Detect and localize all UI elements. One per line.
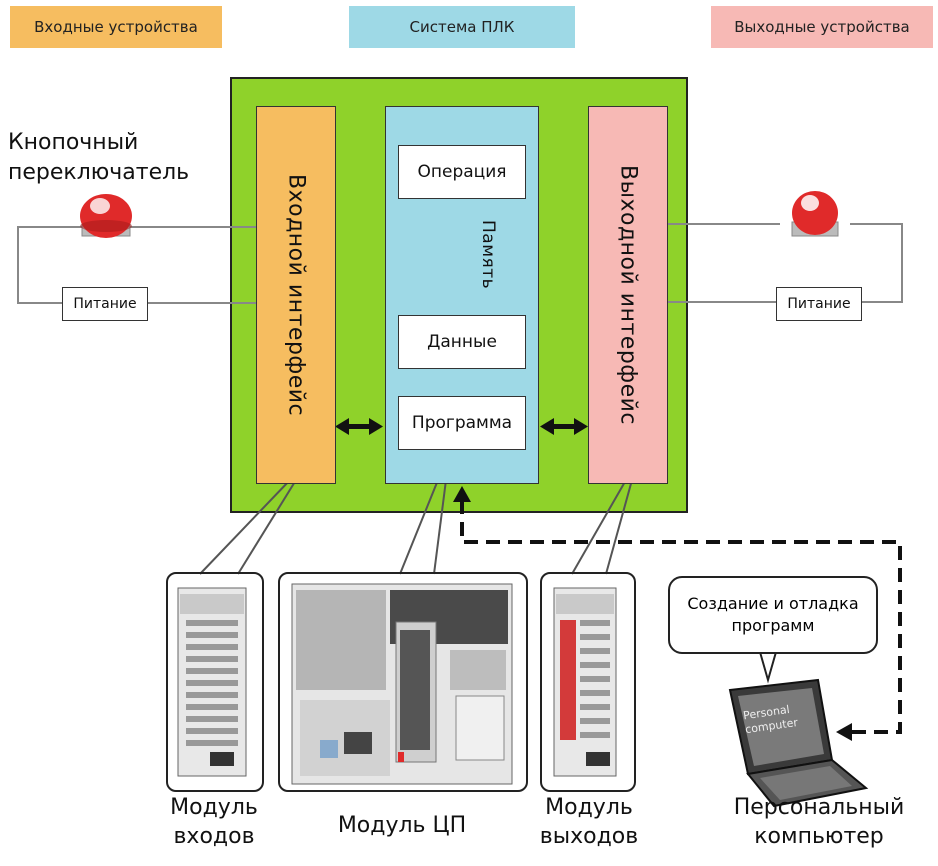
input-interface-label: Входной интерфейс: [283, 173, 309, 417]
indicator-lamp-icon: [791, 191, 839, 237]
right-wiring: [666, 223, 903, 303]
left-wiring: [17, 226, 256, 304]
program-box: Программа: [398, 396, 526, 450]
callout-lines: [199, 479, 633, 575]
operation-box: Операция: [398, 145, 526, 199]
personal-computer-caption: Персональный компьютер: [733, 795, 905, 849]
cpu-output-arrow: [540, 418, 588, 435]
cpu-module-image: [291, 583, 513, 785]
cpu-module-frame: [278, 572, 528, 792]
output-interface-label: Выходной интерфейс: [615, 164, 641, 426]
pc-link-arrow-left: [836, 723, 852, 741]
power-box-left: Питание: [62, 287, 148, 321]
pc-speech-bubble: Создание и отладка программ: [668, 576, 878, 654]
pc-cpu-dashed-link: [460, 500, 902, 734]
push-switch-label: Кнопочный переключатель: [8, 130, 190, 185]
input-module-frame: [166, 572, 264, 792]
output-interface-block: Выходной интерфейс: [588, 106, 668, 484]
input-module-image: [177, 587, 247, 777]
data-box: Данные: [398, 315, 526, 369]
bubble-tail: [758, 651, 778, 684]
header-input-devices: Входные устройства: [10, 6, 222, 48]
memory-label: Память: [478, 220, 498, 290]
laptop-icon: [728, 678, 869, 808]
output-module-frame: [540, 572, 636, 792]
output-module-caption: Модуль выходов: [539, 795, 639, 849]
input-cpu-arrow: [335, 418, 383, 435]
power-box-right: Питание: [776, 287, 862, 321]
input-interface-block: Входной интерфейс: [256, 106, 336, 484]
output-module-image: [553, 587, 617, 777]
header-plc-system: Система ПЛК: [349, 6, 575, 48]
push-switch-icon: [80, 194, 132, 238]
pc-link-arrow-up: [453, 486, 471, 502]
cpu-module-caption: Модуль ЦП: [337, 813, 467, 838]
header-output-devices: Выходные устройства: [711, 6, 933, 48]
input-module-caption: Модуль входов: [170, 795, 258, 849]
